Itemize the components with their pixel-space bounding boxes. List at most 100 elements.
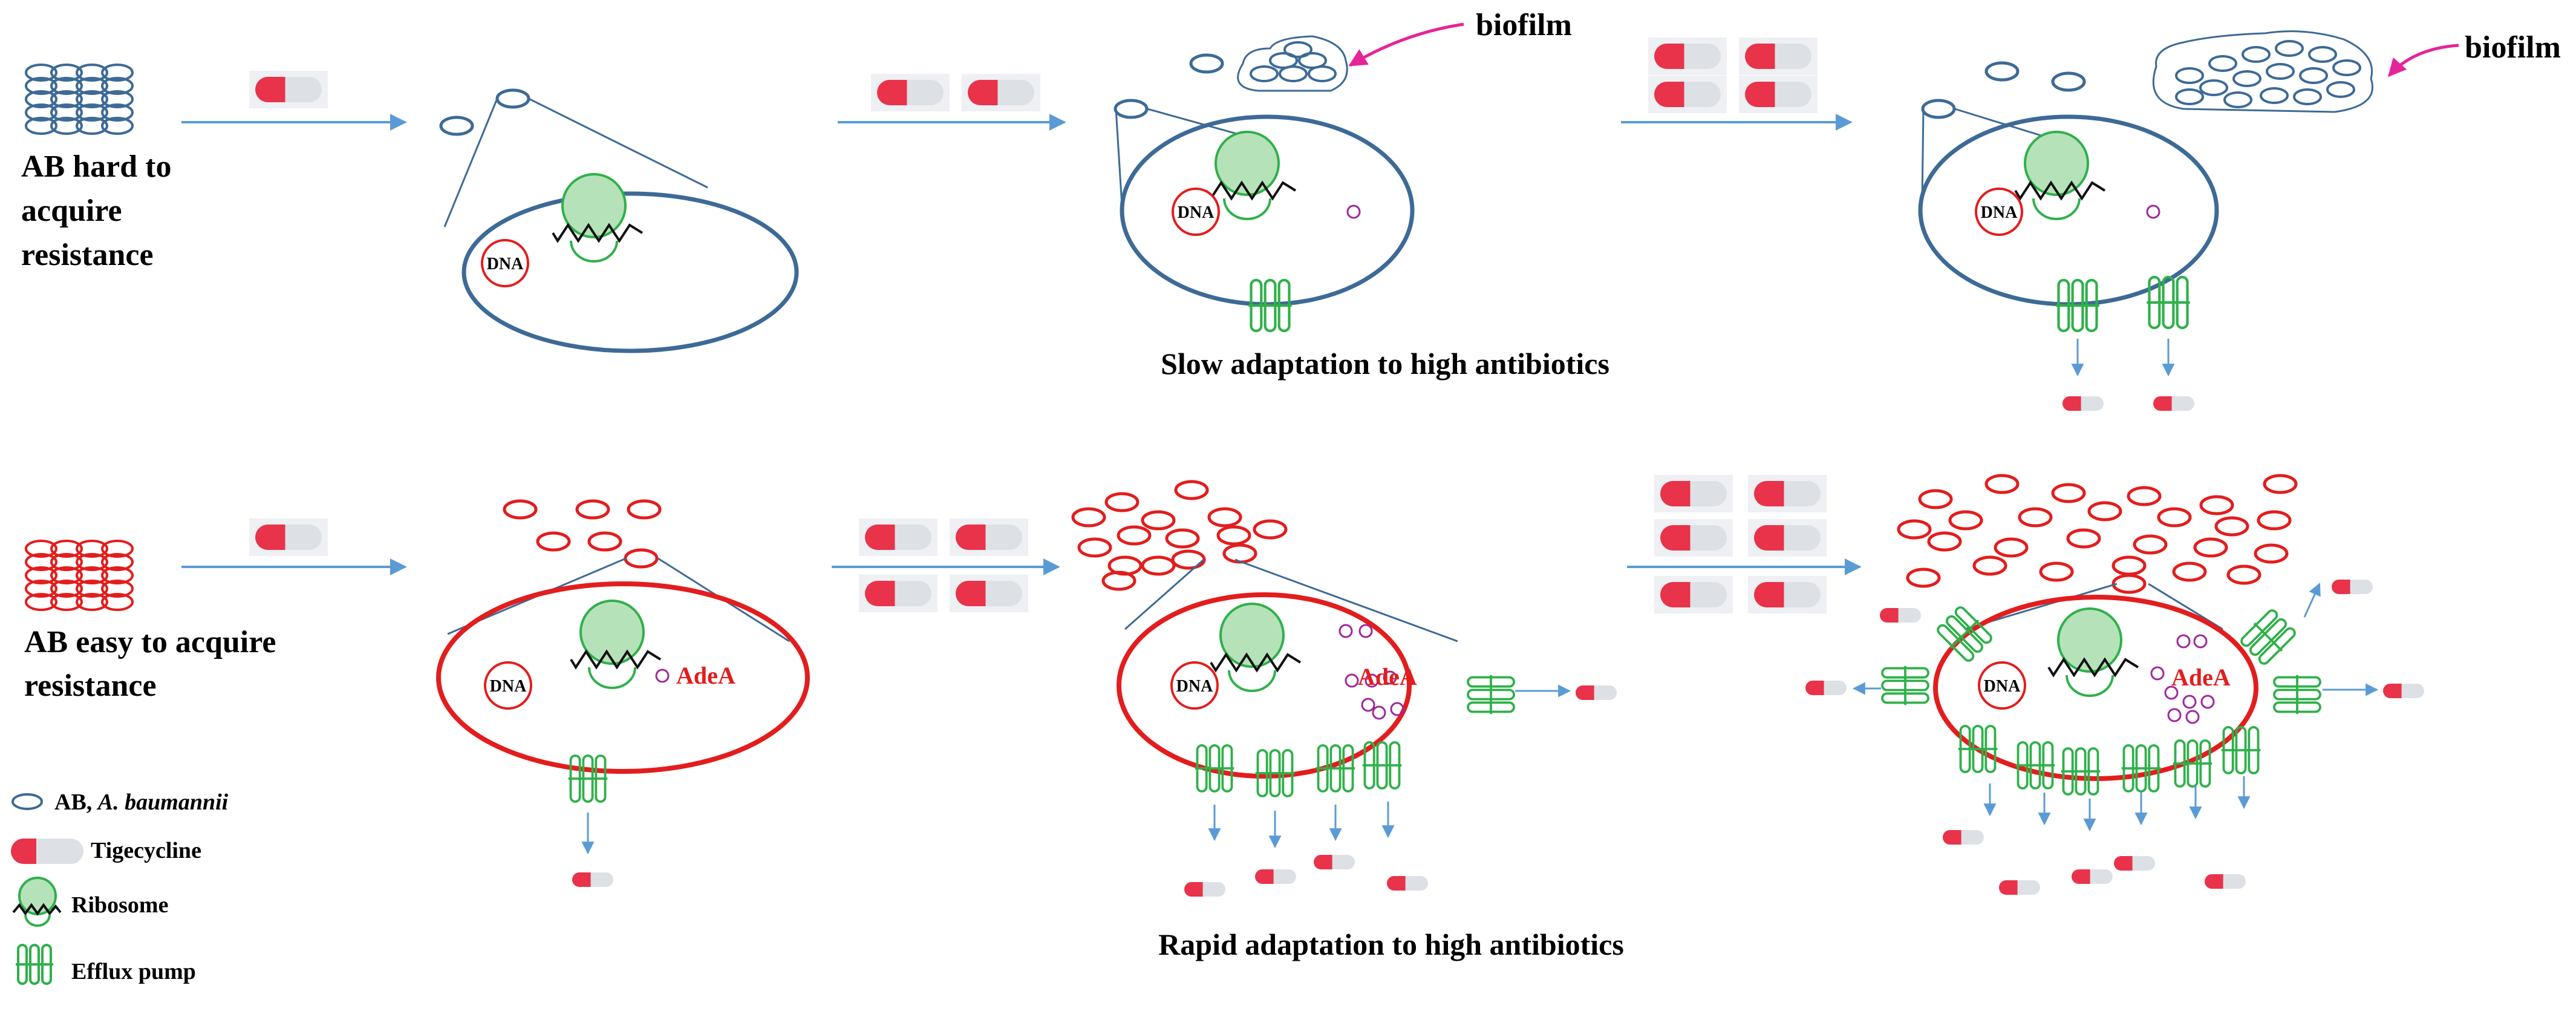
pill-red-half xyxy=(1576,685,1594,700)
adea-protein-icon xyxy=(2200,695,2215,709)
bacterium-icon xyxy=(2214,516,2249,537)
adea-protein-icon xyxy=(1346,204,1361,219)
bacterium-icon xyxy=(101,64,134,82)
bacterium-icon xyxy=(587,531,622,552)
tigecycline-pill-icon xyxy=(1748,519,1827,557)
ribosome-small-subunit xyxy=(1223,198,1271,220)
bacterium-icon xyxy=(1994,537,2029,558)
pill-red-half xyxy=(1754,582,1784,607)
ribosome-large-subunit xyxy=(2057,607,2122,673)
bacterium-icon xyxy=(2263,474,2298,494)
efflux-pump-icon xyxy=(1958,725,1998,773)
pill-red-half xyxy=(968,80,998,105)
bacterium-icon xyxy=(25,553,57,571)
pill-red-half xyxy=(2205,874,2223,889)
bacterium-icon xyxy=(1077,537,1112,558)
pill-red-half xyxy=(1754,525,1784,551)
efflux-pump-icon xyxy=(1255,749,1295,797)
bacterium-icon xyxy=(25,593,57,611)
ribosome-icon xyxy=(1205,131,1297,220)
bacterium-icon xyxy=(76,540,108,558)
efflux-pump-icon xyxy=(2121,744,2161,793)
pill-red-half xyxy=(1880,608,1899,623)
bacterium-icon xyxy=(1283,41,1312,58)
adea-label: AdeA xyxy=(2171,664,2231,691)
bacterium-icon xyxy=(1189,53,1224,74)
bacterium-icon xyxy=(25,580,57,598)
pill-red-half xyxy=(1660,525,1691,551)
bacterial-cell xyxy=(461,191,799,353)
tigecycline-pill-icon xyxy=(859,518,937,556)
bacterium-icon xyxy=(1927,531,1962,552)
dna-circle xyxy=(1978,661,2026,710)
bacterium-icon xyxy=(1141,555,1176,576)
bacterium-icon xyxy=(101,90,134,108)
bacterium-icon xyxy=(1972,555,2007,576)
tigecycline-pill-icon xyxy=(1880,608,1921,623)
tigecycline-pill-icon xyxy=(2153,396,2194,411)
bacterium-icon xyxy=(76,580,108,598)
dna-label: DNA xyxy=(490,677,527,696)
bacterium-icon xyxy=(2175,67,2204,84)
bacterium-icon xyxy=(1101,571,1136,591)
adea-protein-icon xyxy=(1372,705,1386,720)
legend-ab-text: AB, A. baumannii xyxy=(54,790,229,815)
biofilm-cluster xyxy=(2152,30,2373,113)
efflux-pump-icon xyxy=(2147,275,2190,330)
biofilm-pointer-arrow xyxy=(1348,22,1464,67)
bacterium-icon xyxy=(25,103,57,122)
mrna-strand xyxy=(570,649,662,670)
tigecycline-pill-icon xyxy=(962,74,1040,111)
zoom-line xyxy=(443,98,498,227)
ribosome-small-subunit xyxy=(570,240,618,263)
dna-label: DNA xyxy=(1981,203,2018,222)
bacterium-icon xyxy=(1921,99,1956,119)
tigecycline-pill-icon xyxy=(572,872,613,887)
bacterium-icon xyxy=(1984,61,2020,82)
ab-hard-line-1: AB hard to xyxy=(21,149,171,184)
bacterium-icon xyxy=(101,593,134,611)
tigecycline-pill-icon xyxy=(1314,855,1355,869)
bacterium-icon xyxy=(1906,567,1941,588)
bacterium-icon xyxy=(503,499,538,520)
arrow-icon xyxy=(2303,583,2321,618)
efflux-pump-icon xyxy=(568,754,608,803)
mrna-strand xyxy=(1210,652,1302,673)
bacterium-icon xyxy=(1984,474,2020,494)
tigecycline-pill-icon xyxy=(2072,869,2113,884)
legend-efflux-pump-icon xyxy=(16,944,53,985)
tigecycline-pill-icon xyxy=(2383,684,2424,698)
zoom-line xyxy=(1124,558,1204,630)
bacterium-icon xyxy=(2018,507,2053,528)
bacterium-icon xyxy=(2127,486,2162,506)
bacterium-icon xyxy=(2039,561,2074,582)
efflux-pump-icon xyxy=(2061,747,2101,796)
biofilm-label-2: biofilm xyxy=(2465,30,2561,65)
pill-red-half xyxy=(1660,481,1691,506)
biofilm-cluster xyxy=(1237,35,1348,92)
pill-red-half xyxy=(865,525,895,550)
pill-red-half xyxy=(572,872,591,887)
tigecycline-pill-icon xyxy=(1255,869,1296,884)
ab-easy-line-1: AB easy to acquire xyxy=(24,625,276,659)
pill-red-half xyxy=(1999,880,2018,895)
bacterium-icon xyxy=(25,540,57,558)
bacterium-icon xyxy=(2257,510,2292,531)
bacterium-icon xyxy=(1948,510,1983,531)
dna-circle xyxy=(1975,188,2023,236)
tigecycline-pill-icon xyxy=(2114,856,2155,871)
bacterial-cell xyxy=(1933,595,2258,781)
ribosome-icon xyxy=(552,173,644,263)
tigecycline-pill-icon xyxy=(1805,681,1847,695)
tigecycline-pill-icon xyxy=(1648,38,1727,75)
bacterium-icon xyxy=(101,103,134,122)
bacterium-icon xyxy=(50,566,83,584)
bacterium-icon xyxy=(50,103,83,122)
tigecycline-pill-icon xyxy=(1748,576,1827,613)
efflux-pump-icon xyxy=(1362,741,1402,790)
bacterium-icon xyxy=(2051,71,2086,92)
bacterium-icon xyxy=(2199,79,2228,96)
adea-label: AdeA xyxy=(676,662,735,689)
pill-red-half xyxy=(1754,481,1784,506)
